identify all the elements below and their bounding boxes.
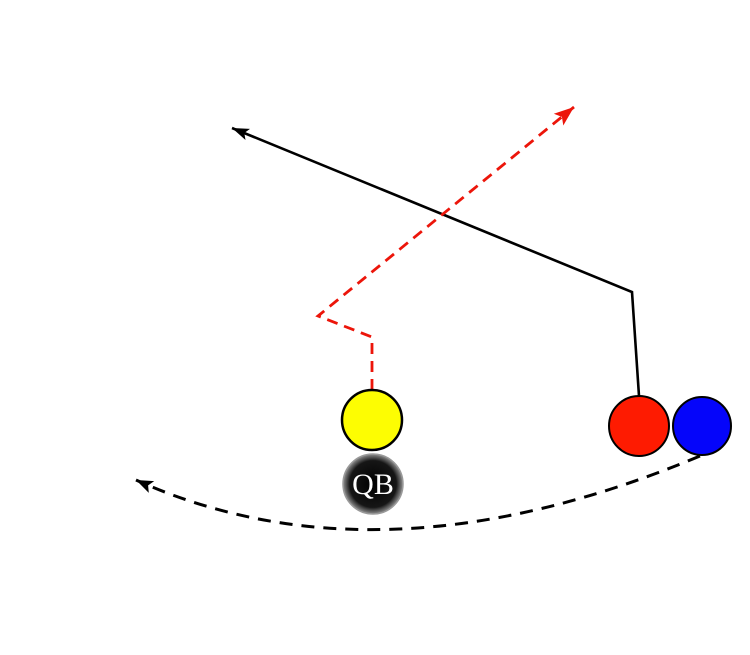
player-receiver-yellow[interactable] bbox=[340, 388, 404, 452]
player-circle-receiver-blue[interactable] bbox=[672, 396, 732, 456]
player-circle-quarterback[interactable] bbox=[342, 453, 404, 515]
route-blue-receiver-motion-arrowhead bbox=[136, 480, 155, 493]
route-yellow-receiver[interactable] bbox=[315, 105, 575, 390]
route-yellow-receiver-arrowhead bbox=[553, 107, 574, 126]
player-circle-receiver-yellow[interactable] bbox=[340, 388, 404, 452]
player-receiver-blue[interactable] bbox=[672, 396, 732, 456]
route-red-receiver[interactable] bbox=[231, 126, 641, 397]
route-blue-receiver-motion[interactable] bbox=[135, 454, 701, 532]
route-red-receiver-arrowhead bbox=[232, 128, 250, 140]
player-quarterback[interactable]: QB bbox=[342, 453, 404, 515]
player-receiver-red[interactable] bbox=[608, 395, 670, 457]
player-circle-receiver-red[interactable] bbox=[608, 395, 670, 457]
